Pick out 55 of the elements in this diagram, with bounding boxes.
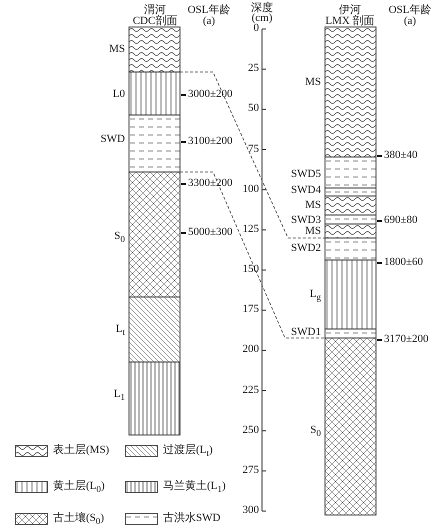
layer-label: SWD — [100, 134, 125, 145]
depth-tick-label: 200 — [242, 344, 259, 356]
layer-label: L$_{1}$ — [114, 389, 125, 404]
depth-tick-label: 150 — [242, 264, 259, 276]
osl-age: 3170±200 — [384, 334, 429, 345]
layer-label: MS — [305, 200, 321, 211]
depth-tick-label: 25 — [248, 63, 259, 74]
depth-tick-label: 275 — [242, 464, 259, 476]
depth-tick-label: 225 — [242, 384, 259, 396]
correlation-line — [180, 72, 326, 238]
layer-label: MS — [109, 44, 125, 55]
layer-label: MS — [305, 226, 321, 237]
osl-age: 3300±200 — [188, 178, 233, 189]
osl-age: 3000±200 — [188, 89, 233, 100]
layer-label: MS — [305, 77, 321, 88]
depth-tick-label: 0 — [254, 23, 259, 34]
legend-label: 过渡层(L$_{t}$) — [163, 445, 213, 460]
layer-label: L$_{t}$ — [116, 324, 125, 338]
legend-label: 古土壤(S$_{0}$) — [53, 513, 104, 528]
depth-tick-label: 300 — [242, 505, 259, 516]
depth-tick-label: 250 — [242, 424, 259, 436]
column-heading: LMX 剖面 — [325, 16, 375, 27]
legend-label: 表土层(MS) — [53, 445, 110, 456]
column-heading: (a) — [404, 16, 416, 27]
osl-age: 690±80 — [384, 215, 418, 226]
layer-label: S$_{0}$ — [310, 425, 321, 440]
column-heading: OSL年龄 — [388, 5, 432, 16]
depth-tick-label: 50 — [248, 103, 259, 114]
correlation-line — [180, 172, 326, 338]
legend-label: 马兰黄土(L$_{1}$) — [163, 481, 226, 496]
column-heading: 渭河 — [144, 5, 166, 16]
layer-label: SWD5 — [291, 169, 321, 180]
osl-age: 380±40 — [384, 150, 418, 161]
column-heading: (a) — [202, 16, 216, 27]
column-heading: OSL年龄 — [188, 5, 230, 16]
layer-label: SWD2 — [291, 243, 321, 254]
legend-label: 黄土层(L$_{0}$) — [53, 481, 105, 496]
column-heading: CDC剖面 — [132, 16, 178, 27]
layer-label: SWD3 — [291, 215, 321, 226]
depth-tick-label: 125 — [242, 224, 259, 235]
column-heading: 伊河 — [339, 5, 361, 16]
layer-label: SWD4 — [291, 185, 321, 196]
layer-label: L$_{g}$ — [310, 289, 321, 304]
depth-tick-label: 175 — [242, 304, 259, 316]
layer-label: S$_{0}$ — [114, 231, 125, 246]
column-heading: 深度 — [251, 3, 273, 14]
column-heading: (cm) — [252, 13, 272, 24]
layer-label: L0 — [112, 89, 125, 100]
osl-age: 5000±300 — [188, 227, 233, 238]
depth-tick-label: 75 — [248, 144, 259, 155]
depth-tick-label: 100 — [242, 184, 259, 195]
layer-label: SWD1 — [291, 327, 321, 338]
osl-age: 1800±60 — [384, 257, 424, 268]
osl-age: 3100±200 — [188, 136, 233, 147]
legend-label: 古洪水SWD — [163, 513, 220, 524]
